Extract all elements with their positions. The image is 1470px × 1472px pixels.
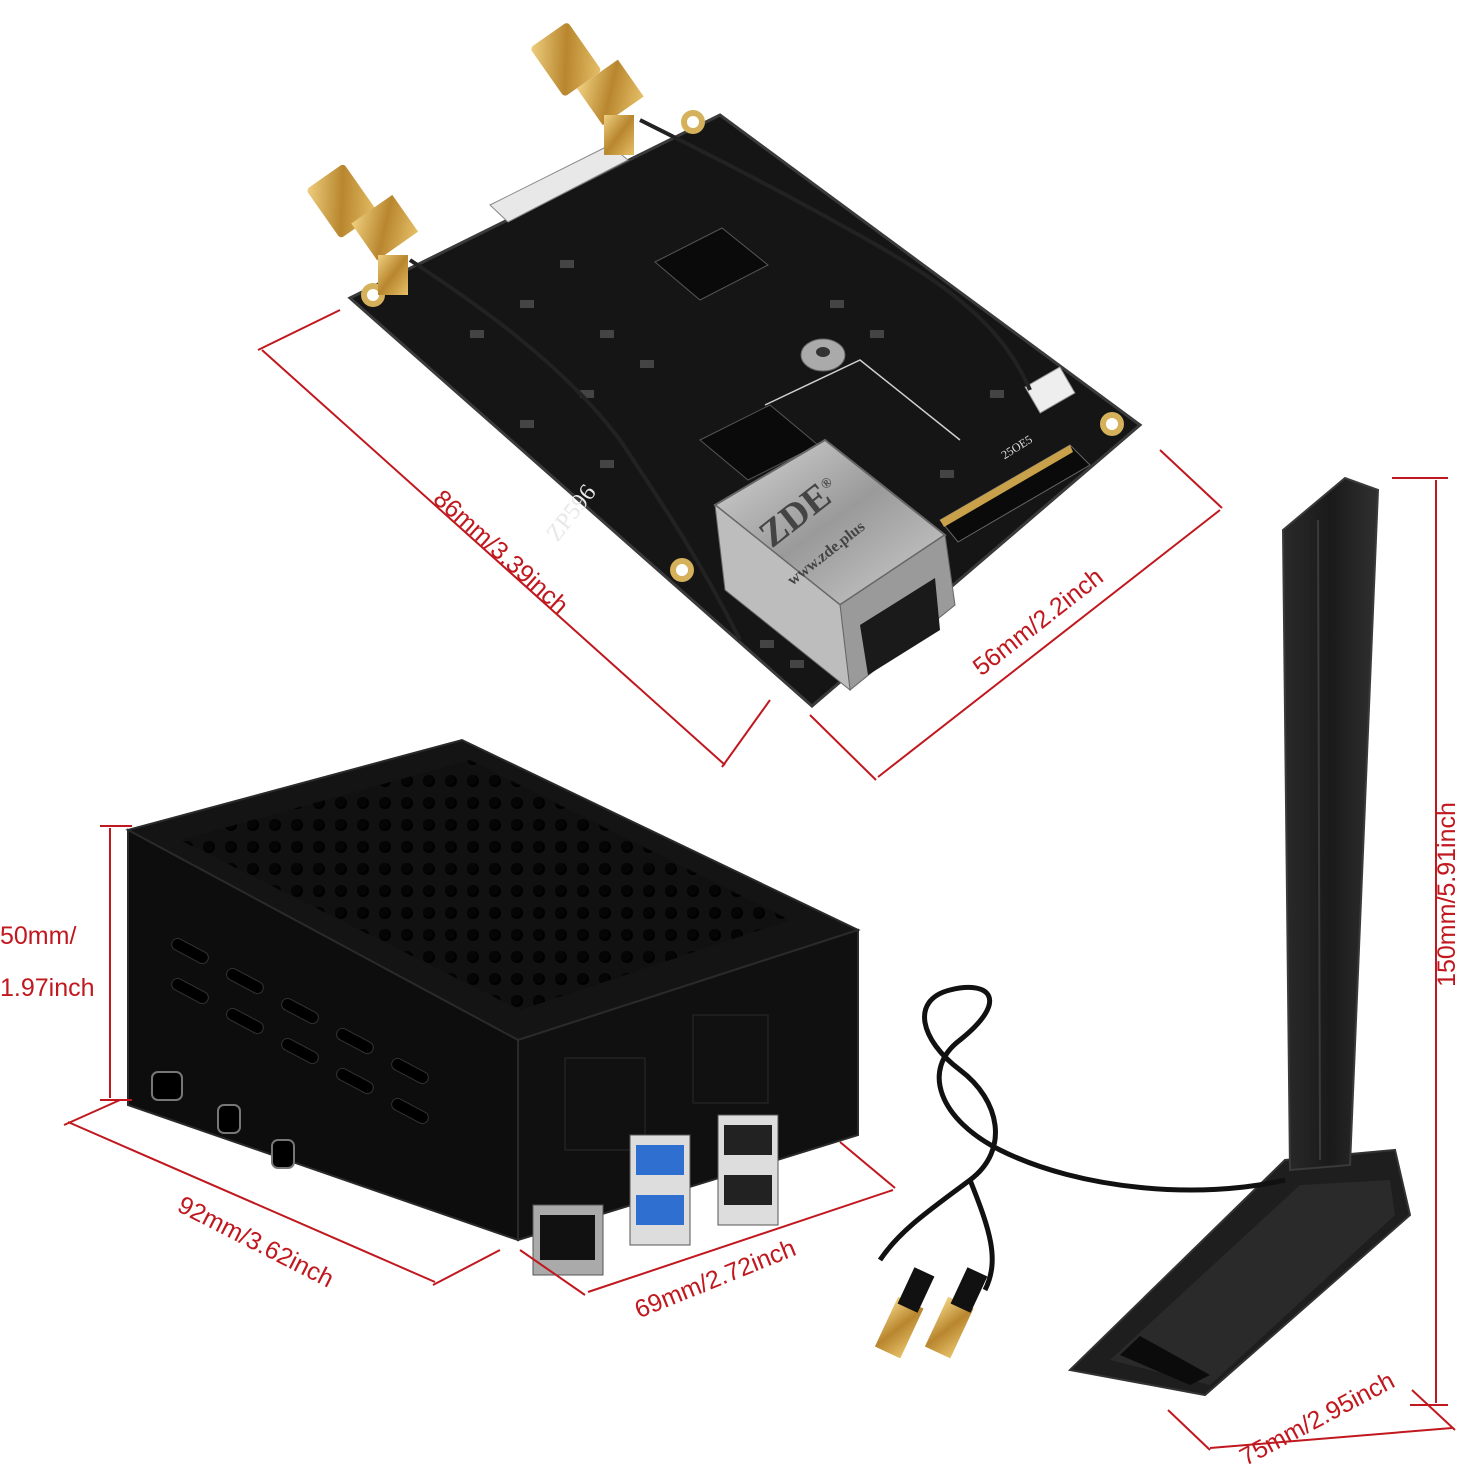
- sma-connector-left: [307, 164, 419, 295]
- board-length-dimension: [257, 309, 771, 768]
- pcb-board: [307, 23, 1143, 708]
- metal-case: [125, 738, 861, 1276]
- case-width-dimension: [519, 1141, 896, 1296]
- case-height-dimension: [100, 825, 132, 1101]
- sma-plug-right: [924, 1267, 988, 1359]
- antenna-height-label: 150mm/5.91inch: [1432, 802, 1461, 987]
- sma-connector-right: [531, 23, 644, 155]
- board-width-dimension: [809, 449, 1223, 781]
- case-height-label-line1: 50mm/: [0, 922, 77, 950]
- sma-plug-left: [874, 1267, 935, 1359]
- antenna-base-dimension: [1167, 1389, 1456, 1451]
- case-height-label-line2: 1.97inch: [0, 974, 95, 1002]
- case-length-dimension: [63, 1099, 501, 1286]
- antenna: [874, 476, 1412, 1397]
